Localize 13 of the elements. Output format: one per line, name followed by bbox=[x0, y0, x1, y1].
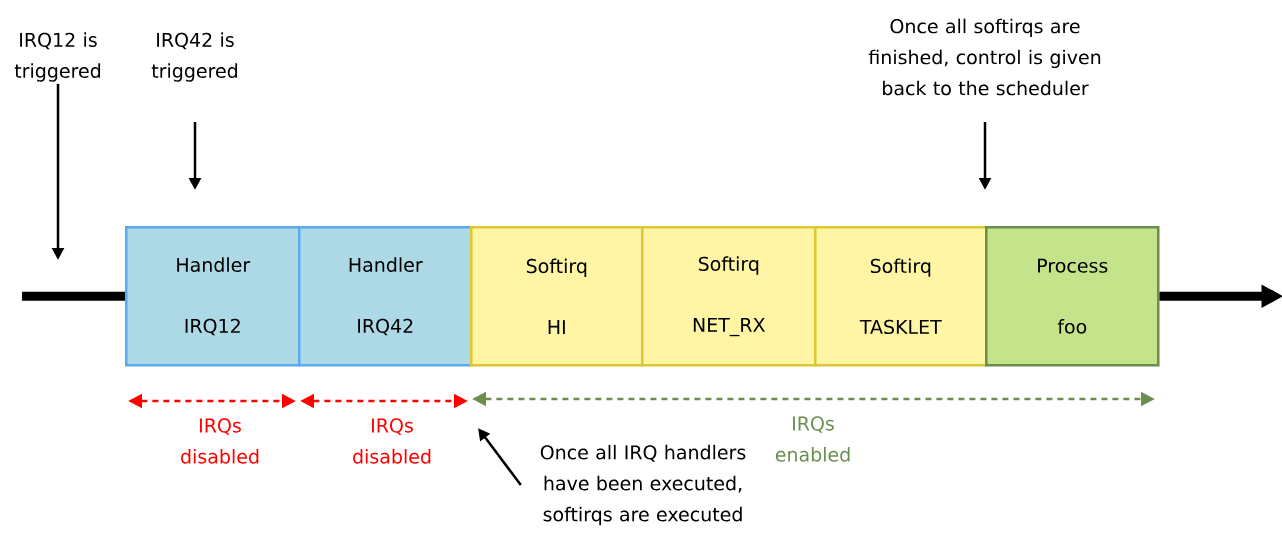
span-label: IRQs enabled bbox=[775, 416, 850, 462]
process-box: Softirq HI bbox=[470, 226, 644, 367]
process-box: Process foo bbox=[985, 226, 1160, 367]
note-text: Once all IRQ handlers have been executed, softirqs are executed bbox=[540, 444, 746, 526]
note-text: IRQ12 is triggered bbox=[14, 32, 101, 82]
span-label: IRQs disabled bbox=[181, 418, 259, 464]
process-box: Softirq TASKLET bbox=[814, 226, 988, 367]
process-box: Handler IRQ42 bbox=[298, 226, 473, 367]
process-box: Softirq NET_RX bbox=[641, 226, 817, 367]
note-text: IRQ42 is triggered bbox=[151, 32, 238, 82]
note-text: Once all softirqs are finished, control is given back to the scheduler bbox=[868, 18, 1101, 96]
process-box: Handler IRQ12 bbox=[125, 226, 301, 367]
span-label: IRQs disabled bbox=[353, 418, 431, 464]
